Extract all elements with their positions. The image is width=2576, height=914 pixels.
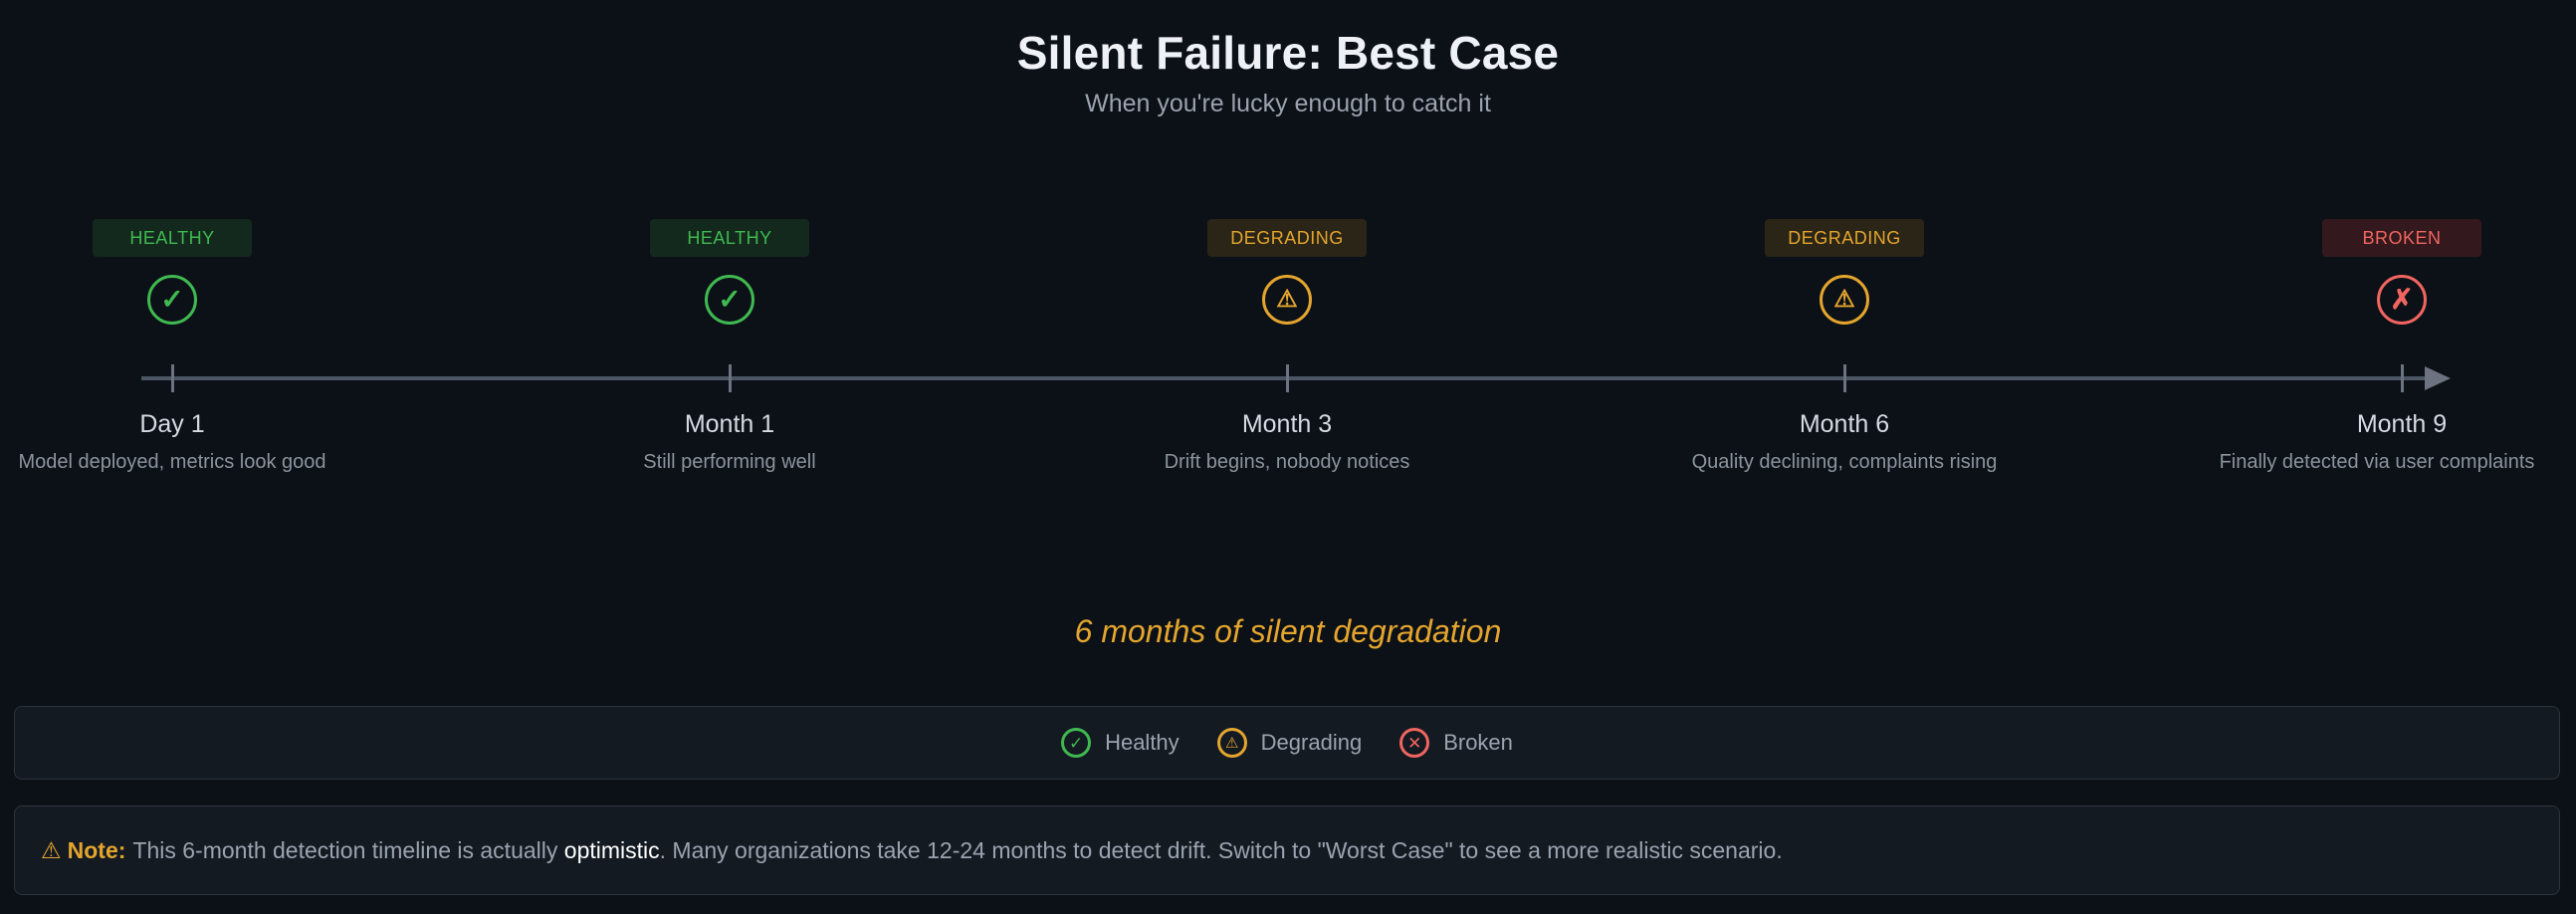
- milestone-label: Day 1: [139, 410, 205, 438]
- status-badge: BROKEN: [2322, 219, 2481, 257]
- milestone-description: Still performing well: [643, 451, 816, 473]
- check-circle-icon: ✓: [1061, 728, 1092, 758]
- legend-item-degrading: ⚠ Degrading: [1216, 728, 1363, 758]
- note-emphasis: optimistic: [563, 836, 660, 863]
- milestone-description: Model deployed, metrics look good: [18, 451, 326, 473]
- note-text-after: . Many organizations take 12-24 months t…: [659, 836, 1783, 863]
- x-circle-icon: ✗: [2377, 275, 2427, 325]
- warning-icon: ⚠: [41, 836, 62, 863]
- milestone-label: Month 9: [2356, 410, 2448, 438]
- legend-label: Healthy: [1105, 730, 1180, 755]
- timeline-tick: [729, 364, 732, 392]
- arrow-right-icon: [2425, 366, 2451, 390]
- status-badge: DEGRADING: [1765, 219, 1924, 257]
- milestone-description: Quality declining, complaints rising: [1691, 451, 1998, 473]
- warning-circle-icon: ⚠: [1820, 275, 1869, 325]
- legend-item-broken: ✕ Broken: [1399, 728, 1513, 758]
- status-badge: HEALTHY: [650, 219, 809, 257]
- timeline-tick: [1286, 364, 1289, 392]
- page-subtitle: When you're lucky enough to catch it: [1085, 90, 1491, 117]
- page-title: Silent Failure: Best Case: [1016, 27, 1560, 79]
- note-box: ⚠ Note: This 6-month detection timeline …: [14, 805, 2560, 895]
- milestone-label: Month 1: [684, 410, 775, 438]
- timeline-tick: [171, 364, 174, 392]
- note-text: This 6-month detection timeline is actua…: [132, 837, 1782, 864]
- status-badge: DEGRADING: [1207, 219, 1367, 257]
- warning-circle-icon: ⚠: [1216, 728, 1247, 758]
- legend-label: Degrading: [1260, 730, 1363, 755]
- note-label: Note:: [67, 836, 126, 863]
- note-text-before: This 6-month detection timeline is actua…: [132, 836, 558, 863]
- check-circle-icon: ✓: [705, 275, 754, 325]
- milestone-description: Drift begins, nobody notices: [1164, 451, 1410, 473]
- milestone-description: Finally detected via user complaints: [2219, 451, 2535, 473]
- milestone-label: Month 3: [1241, 410, 1333, 438]
- check-circle-icon: ✓: [147, 275, 197, 325]
- status-badge: HEALTHY: [93, 219, 252, 257]
- degradation-callout: 6 months of silent degradation: [1074, 613, 1502, 649]
- milestone-label: Month 6: [1799, 410, 1890, 438]
- x-circle-icon: ✕: [1399, 728, 1430, 758]
- legend: ✓ Healthy ⚠ Degrading ✕ Broken: [14, 706, 2560, 780]
- timeline-tick: [2401, 364, 2404, 392]
- warning-circle-icon: ⚠: [1262, 275, 1312, 325]
- legend-item-healthy: ✓ Healthy: [1061, 728, 1180, 758]
- timeline-tick: [1843, 364, 1846, 392]
- timeline-axis: [141, 376, 2443, 380]
- legend-label: Broken: [1443, 730, 1513, 755]
